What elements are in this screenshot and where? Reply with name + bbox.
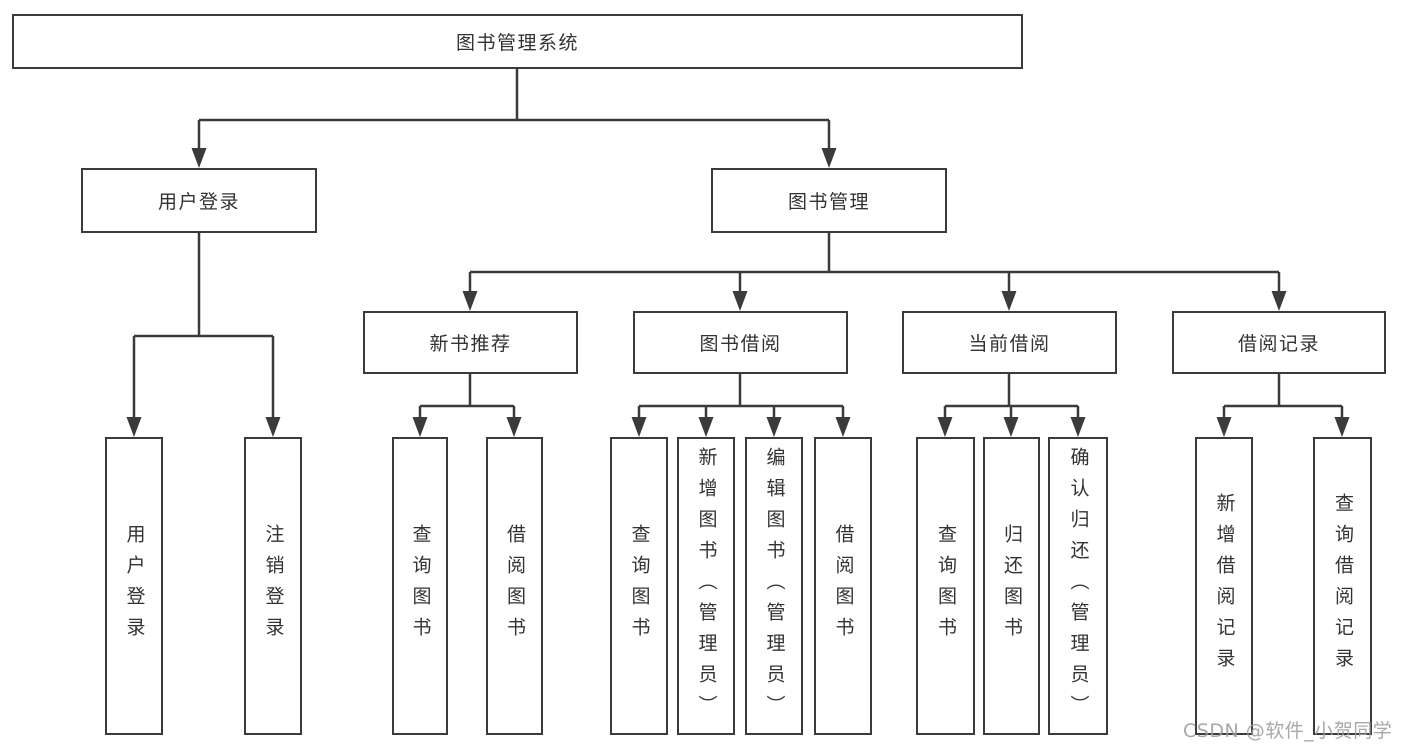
node-book-management: 图书管理 bbox=[711, 168, 947, 233]
connector-root-to-level2 bbox=[197, 69, 831, 150]
leaf-br-add-borrow-record: 新增借阅记录 bbox=[1195, 437, 1253, 735]
connector-book-borrow-children bbox=[637, 374, 845, 419]
arrowhead bbox=[1216, 417, 1232, 437]
leaf-cb-confirm-return-admin: 确认归还（管理员） bbox=[1048, 437, 1108, 735]
connector-new-book-children bbox=[418, 374, 516, 419]
arrowhead bbox=[191, 148, 207, 168]
arrowhead bbox=[462, 291, 478, 311]
leaf-bb-query-books: 查询图书 bbox=[610, 437, 668, 735]
connector-user-login-children bbox=[132, 233, 275, 419]
arrowhead bbox=[1001, 291, 1017, 311]
arrowhead bbox=[835, 417, 851, 437]
connector-book-management-children bbox=[468, 233, 1281, 293]
arrowhead bbox=[821, 148, 837, 168]
arrowhead bbox=[412, 417, 428, 437]
arrowhead bbox=[1271, 291, 1287, 311]
connector-borrow-records-children bbox=[1222, 374, 1344, 419]
leaf-logout-login: 注销登录 bbox=[244, 437, 302, 735]
node-library-management-system: 图书管理系统 bbox=[12, 14, 1023, 69]
leaf-bb-edit-books-admin: 编辑图书（管理员） bbox=[745, 437, 803, 735]
node-current-borrow: 当前借阅 bbox=[902, 311, 1117, 374]
arrowhead bbox=[698, 417, 714, 437]
csdn-watermark: CSDN @软件_小贺同学 bbox=[1183, 720, 1393, 742]
arrowhead bbox=[506, 417, 522, 437]
arrowhead bbox=[937, 417, 953, 437]
node-new-book-recommend: 新书推荐 bbox=[363, 311, 578, 374]
leaf-user-login: 用户登录 bbox=[105, 437, 163, 735]
arrowhead bbox=[126, 417, 142, 437]
leaf-nb-query-books: 查询图书 bbox=[392, 437, 448, 735]
leaf-cb-return-books: 归还图书 bbox=[983, 437, 1040, 735]
arrowhead bbox=[766, 417, 782, 437]
arrowhead bbox=[732, 291, 748, 311]
node-borrow-records: 借阅记录 bbox=[1172, 311, 1386, 374]
leaf-cb-query-books: 查询图书 bbox=[916, 437, 975, 735]
arrowhead bbox=[1070, 417, 1086, 437]
connector-current-borrow-children bbox=[943, 374, 1080, 419]
node-user-login: 用户登录 bbox=[81, 168, 317, 233]
arrowhead bbox=[1334, 417, 1350, 437]
leaf-nb-borrow-books: 借阅图书 bbox=[486, 437, 543, 735]
arrowhead bbox=[1003, 417, 1019, 437]
node-book-borrow: 图书借阅 bbox=[633, 311, 848, 374]
leaf-br-query-borrow-record: 查询借阅记录 bbox=[1313, 437, 1372, 735]
leaf-bb-add-books-admin: 新增图书（管理员） bbox=[677, 437, 735, 735]
leaf-bb-borrow-books: 借阅图书 bbox=[814, 437, 872, 735]
arrowhead bbox=[265, 417, 281, 437]
arrowhead bbox=[631, 417, 647, 437]
